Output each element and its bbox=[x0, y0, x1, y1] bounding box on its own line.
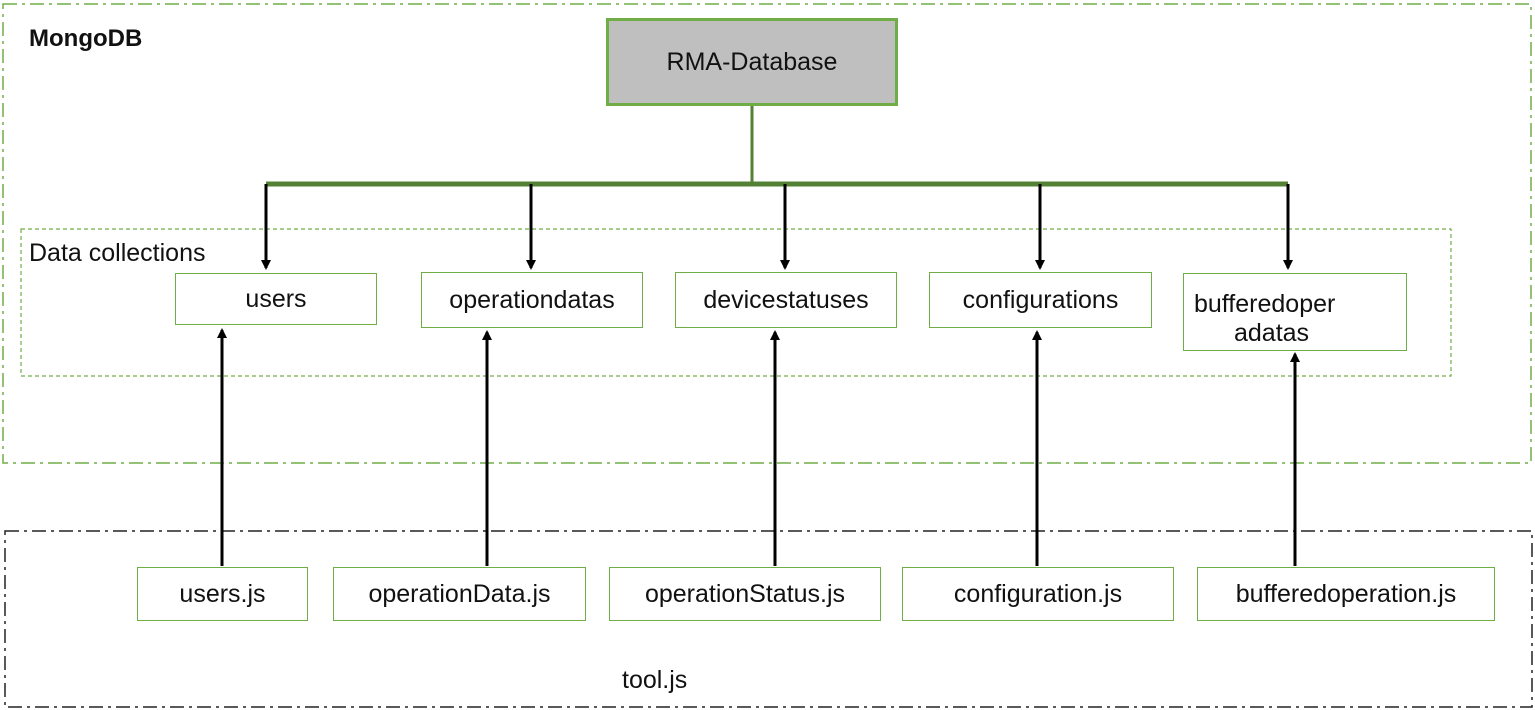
script-operationstatus-js: operationStatus.js bbox=[609, 567, 881, 621]
tooljs-label: tool.js bbox=[622, 666, 688, 694]
script-users-js-label: users.js bbox=[179, 579, 266, 608]
collections-container bbox=[20, 228, 1452, 377]
script-operationdata-js: operationData.js bbox=[333, 567, 586, 621]
collection-operationdatas-label: operationdatas bbox=[449, 285, 615, 314]
collection-devicestatuses-label: devicestatuses bbox=[703, 285, 869, 314]
collection-configurations-label: configurations bbox=[962, 285, 1119, 314]
script-operationdata-js-label: operationData.js bbox=[368, 579, 551, 608]
mongodb-container bbox=[2, 3, 1532, 464]
collection-bufferedoperadatas-line1: bufferedoper bbox=[1194, 290, 1336, 318]
collection-users: users bbox=[175, 273, 377, 325]
collection-bufferedoperadatas: bufferedoper adatas bbox=[1183, 273, 1407, 351]
tooljs-container bbox=[4, 530, 1533, 708]
mongodb-label: MongoDB bbox=[29, 25, 143, 52]
collection-devicestatuses: devicestatuses bbox=[675, 272, 897, 328]
collection-operationdatas: operationdatas bbox=[421, 272, 643, 328]
collection-bufferedoperadatas-line2: adatas bbox=[1234, 319, 1310, 347]
script-configuration-js: configuration.js bbox=[902, 567, 1174, 621]
script-users-js: users.js bbox=[137, 567, 308, 621]
script-bufferedoperation-js: bufferedoperation.js bbox=[1197, 567, 1495, 621]
collection-users-label: users bbox=[245, 284, 307, 313]
collections-label: Data collections bbox=[29, 239, 206, 267]
rma-database-node: RMA-Database bbox=[606, 18, 898, 106]
collection-configurations: configurations bbox=[929, 272, 1152, 328]
script-configuration-js-label: configuration.js bbox=[953, 579, 1123, 608]
script-bufferedoperation-js-label: bufferedoperation.js bbox=[1235, 579, 1457, 608]
rma-database-label: RMA-Database bbox=[666, 47, 838, 76]
script-operationstatus-js-label: operationStatus.js bbox=[644, 579, 846, 608]
